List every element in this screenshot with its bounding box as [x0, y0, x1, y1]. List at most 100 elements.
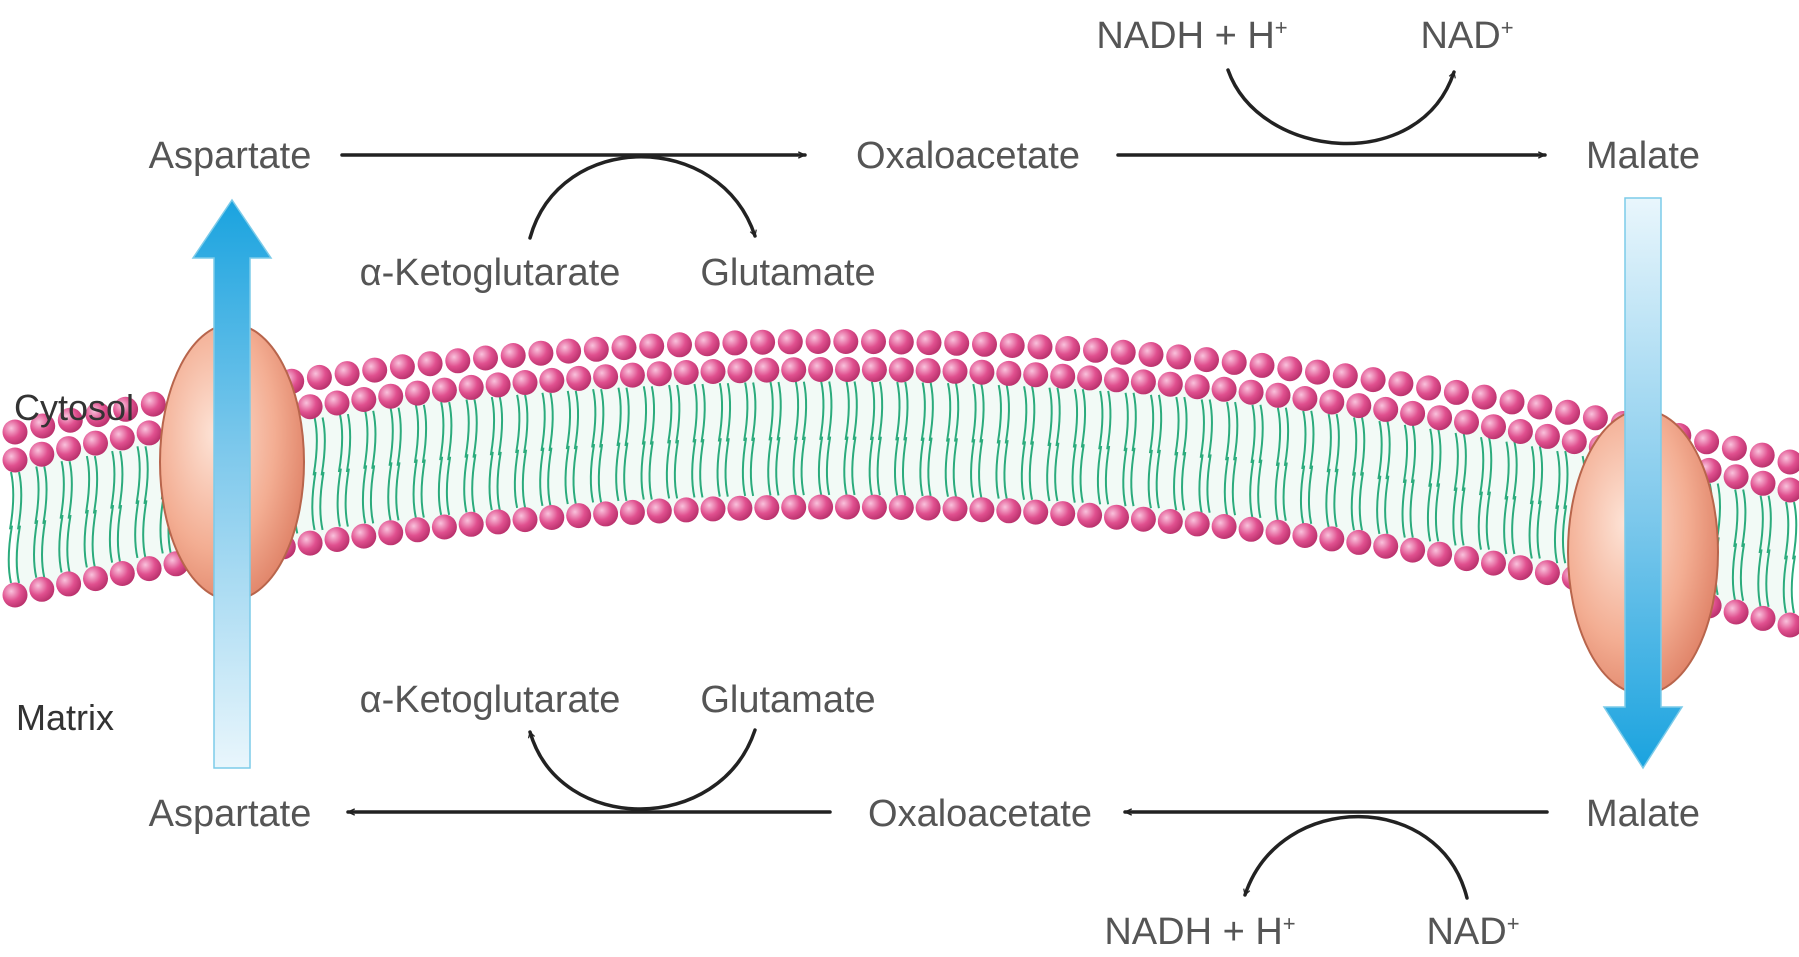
lipid-headgroup: [83, 431, 108, 456]
lipid-headgroup: [418, 351, 443, 376]
lipid-headgroup: [1305, 360, 1330, 385]
lipid-headgroup: [307, 365, 332, 390]
lipid-headgroup: [1131, 507, 1156, 532]
lipid-headgroup: [325, 527, 350, 552]
lipid-headgroup: [1427, 542, 1452, 567]
lipid-headgroup: [781, 495, 806, 520]
lipid-headgroup: [566, 503, 591, 528]
lipid-headgroup: [1104, 505, 1129, 530]
lipid-headgroup: [808, 495, 833, 520]
lipid-headgroup: [1055, 336, 1080, 361]
lipid-headgroup: [916, 358, 941, 383]
lipid-headgroup: [1427, 405, 1452, 430]
lipid-headgroup: [362, 358, 387, 383]
lipid-headgroup: [1722, 436, 1747, 461]
lipid-headgroup: [969, 497, 994, 522]
lipid-headgroup: [1292, 386, 1317, 411]
lipid-headgroup: [1333, 363, 1358, 388]
lipid-headgroup: [701, 496, 726, 521]
lipid-headgroup: [833, 329, 858, 354]
lipid-headgroup: [137, 556, 162, 581]
lipid-headgroup: [1454, 410, 1479, 435]
lipid-headgroup: [1535, 560, 1560, 585]
lipid-headgroup: [1023, 500, 1048, 525]
lipid-headgroup: [1319, 526, 1344, 551]
lipid-headgroup: [1750, 443, 1775, 468]
lipid-headgroup: [390, 354, 415, 379]
cyto-malate-label: Malate: [1586, 135, 1700, 177]
lipid-headgroup: [513, 370, 538, 395]
lipid-tail: [1792, 502, 1797, 613]
cyto-oxaloacetate-label: Oxaloacetate: [856, 135, 1080, 177]
lipid-headgroup: [1083, 338, 1108, 363]
lipid-headgroup: [528, 341, 553, 366]
matrix-alpha-ketoglutarate-label: α-Ketoglutarate: [360, 679, 621, 721]
lipid-headgroup: [835, 495, 860, 520]
lipid-headgroup: [141, 392, 166, 417]
lipid-headgroup: [1077, 503, 1102, 528]
lipid-headgroup: [432, 378, 457, 403]
lipid-headgroup: [1444, 380, 1469, 405]
lipid-headgroup: [1400, 538, 1425, 563]
lipid-headgroup: [750, 330, 775, 355]
lipid-headgroup: [889, 358, 914, 383]
lipid-headgroup: [1388, 371, 1413, 396]
lipid-headgroup: [1778, 450, 1799, 475]
lipid-tail: [9, 472, 14, 583]
lipid-headgroup: [335, 361, 360, 386]
lipid-headgroup: [1751, 471, 1776, 496]
lipid-headgroup: [1583, 405, 1608, 430]
lipid-headgroup: [754, 358, 779, 383]
lipid-headgroup: [1239, 380, 1264, 405]
lipid-headgroup: [1050, 364, 1075, 389]
lipid-headgroup: [1266, 383, 1291, 408]
matrix-glutamate-label: Glutamate: [700, 679, 875, 721]
lipid-headgroup: [432, 515, 457, 540]
lipid-headgroup: [1139, 342, 1164, 367]
lipid-headgroup: [1562, 429, 1587, 454]
lipid-headgroup: [917, 330, 942, 355]
lipid-headgroup: [1472, 385, 1497, 410]
lipid-headgroup: [969, 360, 994, 385]
lipid-headgroup: [445, 348, 470, 373]
lipid-headgroup: [298, 531, 323, 556]
lipid-headgroup: [1158, 509, 1183, 534]
lipid-headgroup: [727, 358, 752, 383]
lipid-headgroup: [667, 332, 692, 357]
lipid-headgroup: [1508, 419, 1533, 444]
lipid-headgroup: [1266, 520, 1291, 545]
lipid-headgroup: [1250, 353, 1275, 378]
lipid-headgroup: [459, 512, 484, 537]
lipid-headgroup: [83, 566, 108, 591]
lipid-headgroup: [1319, 390, 1344, 415]
lipid-headgroup: [754, 495, 779, 520]
lipid-headgroup: [1500, 389, 1525, 414]
lipid-headgroup: [916, 496, 941, 521]
lipid-headgroup: [110, 425, 135, 450]
lipid-headgroup: [486, 372, 511, 397]
lipid-headgroup: [1104, 367, 1129, 392]
lipid-headgroup: [539, 505, 564, 530]
lipid-headgroup: [1454, 546, 1479, 571]
cyto-nad-label: NAD+: [1420, 15, 1513, 57]
lipid-headgroup: [1361, 367, 1386, 392]
lipid-headgroup: [1277, 356, 1302, 381]
cyto-nadh-label: NADH + H+: [1096, 15, 1287, 57]
lipid-headgroup: [1724, 600, 1749, 625]
lipid-headgroup: [1222, 350, 1247, 375]
lipid-headgroup: [1346, 530, 1371, 555]
lipid-headgroup: [620, 500, 645, 525]
lipid-headgroup: [56, 436, 81, 461]
lipid-headgroup: [808, 357, 833, 382]
lipid-headgroup: [3, 583, 28, 608]
lipid-headgroup: [1481, 414, 1506, 439]
lipid-headgroup: [1185, 511, 1210, 536]
lipid-headgroup: [996, 361, 1021, 386]
lipid-headgroup: [1694, 429, 1719, 454]
lipid-headgroup: [695, 331, 720, 356]
lipid-headgroup: [806, 329, 831, 354]
lipid-headgroup: [405, 517, 430, 542]
lipid-headgroup: [612, 335, 637, 360]
lipid-headgroup: [1194, 347, 1219, 372]
lipid-headgroup: [1166, 344, 1191, 369]
